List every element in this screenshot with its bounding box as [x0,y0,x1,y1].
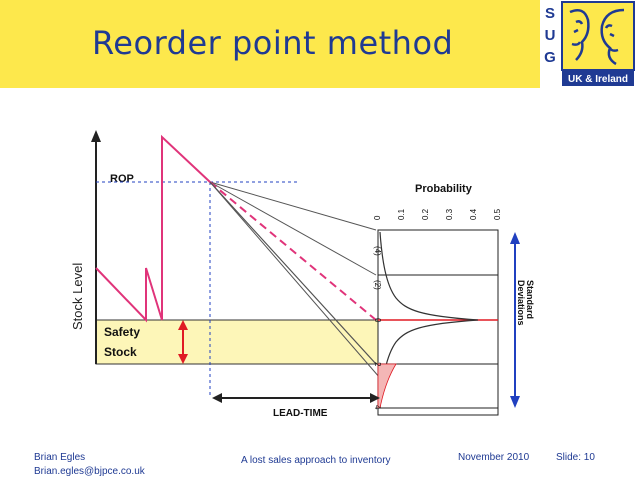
sd-label: 0 [373,318,382,323]
y-axis-arrow [91,130,101,142]
sd-label: 2 [373,362,382,367]
sd-label: 4 [373,405,382,410]
logo-letter-u: U [545,27,556,44]
footer-slide-number: Slide: 10 [556,452,595,463]
probability-label: Probability [415,183,473,195]
lost-sales-tail [377,363,397,409]
probability-tick: 0.5 [493,208,502,220]
demand-line-slow [209,181,377,231]
demand-line-2 [209,181,377,276]
demand-line-mean [209,181,377,321]
logo-letter-s: S [545,5,555,22]
footer-email: Brian.egles@bjpce.co.uk [34,466,145,477]
stock-label: Stock [104,345,137,359]
footer-topic: A lost sales approach to inventory [241,455,391,466]
demand-line-4 [209,181,381,379]
lead-time-label: LEAD-TIME [273,408,328,419]
sd-label: (4) [373,246,382,256]
probability-panel [377,229,499,416]
logo-letter-g: G [544,49,556,66]
footer-author: Brian Egles [34,452,86,463]
sug-logo: S U G UK & Ireland [540,0,638,88]
probability-tick: 0.2 [421,208,430,220]
demand-line-3 [209,181,377,365]
stock-profile [95,134,211,323]
probability-tick: 0 [373,215,382,220]
safety-stock-band [95,319,401,365]
footer-date: November 2010 [458,452,530,463]
normal-curve [379,231,479,409]
title-bar: Reorder point method [0,0,540,88]
slide-title: Reorder point method [92,24,454,62]
probability-tick: 0.4 [469,208,478,220]
safety-label: Safety [104,325,140,339]
logo-subtitle: UK & Ireland [568,74,628,85]
rop-label: ROP [110,173,134,185]
reorder-point-diagram: Stock Level ROP Safety Stock [60,120,540,425]
sd-label: (2) [373,280,382,290]
sd-axis-label: Standard [525,280,535,319]
probability-tick: 0.1 [397,208,406,220]
probability-tick: 0.3 [445,208,454,220]
sd-axis-label: Deviations [516,280,526,326]
y-axis-label: Stock Level [70,263,85,330]
